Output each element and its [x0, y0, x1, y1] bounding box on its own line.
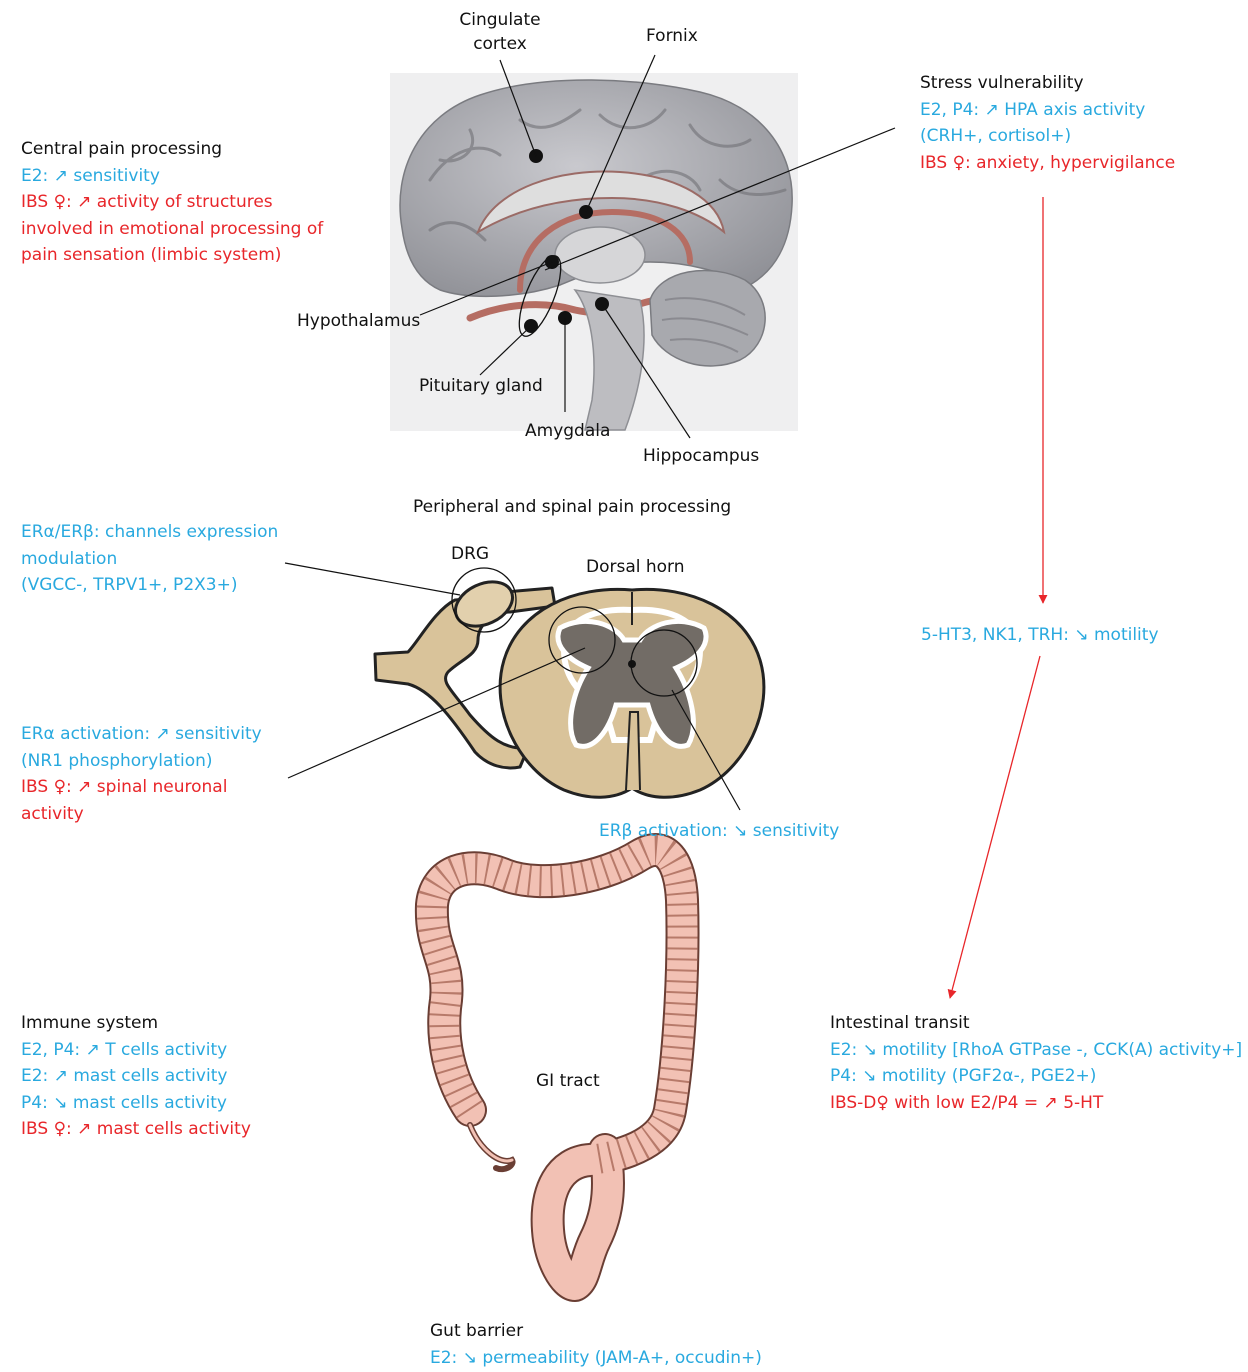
label-dorsal-horn: Dorsal horn — [586, 554, 685, 580]
stress-vulnerability-block: Stress vulnerability E2, P4: ↗ HPA axis … — [920, 70, 1175, 176]
central-pain-line: E2: ↗ sensitivity — [21, 163, 323, 190]
intestinal-transit-block: Intestinal transit E2: ↘ motility [RhoA … — [830, 1010, 1242, 1116]
immune-line: E2: ↗ mast cells activity — [21, 1063, 251, 1090]
gut-barrier-title: Gut barrier — [430, 1318, 762, 1345]
stress-line: E2, P4: ↗ HPA axis activity — [920, 97, 1175, 124]
central-motility-text: 5-HT3, NK1, TRH: ↘ motility — [921, 622, 1159, 648]
er-alpha-line: ERα activation: ↗ sensitivity — [21, 721, 262, 748]
er-beta-text: ERβ activation: ↘ sensitivity — [599, 818, 839, 844]
label-gi-tract: GI tract — [536, 1068, 600, 1094]
transit-line: P4: ↘ motility (PGF2α-, PGE2+) — [830, 1063, 1242, 1090]
label-amygdala: Amygdala — [525, 418, 610, 444]
transit-line: IBS-D♀ with low E2/P4 = ↗ 5-HT — [830, 1090, 1242, 1117]
transit-title: Intestinal transit — [830, 1010, 1242, 1037]
er-ab-line: (VGCC-, TRPV1+, P2X3+) — [21, 572, 278, 599]
er-alpha-line: activity — [21, 801, 262, 828]
central-pain-processing-block: Central pain processing E2: ↗ sensitivit… — [21, 136, 323, 269]
label-hippocampus: Hippocampus — [643, 443, 759, 469]
gut-barrier-line: E2: ↘ permeability (JAM-A+, occudin+) — [430, 1345, 762, 1372]
er-alpha-block: ERα activation: ↗ sensitivity (NR1 phosp… — [21, 721, 262, 827]
central-pain-line: involved in emotional processing of — [21, 216, 323, 243]
central-pain-line: IBS ♀: ↗ activity of structures — [21, 189, 323, 216]
label-cingulate-cortex: Cingulate cortex — [430, 8, 570, 56]
label-pituitary-gland: Pituitary gland — [419, 373, 543, 399]
er-ab-line: modulation — [21, 546, 278, 573]
central-pain-line: pain sensation (limbic system) — [21, 242, 323, 269]
transit-line: E2: ↘ motility [RhoA GTPase -, CCK(A) ac… — [830, 1037, 1242, 1064]
stress-line: (CRH+, cortisol+) — [920, 123, 1175, 150]
er-alpha-line: IBS ♀: ↗ spinal neuronal — [21, 774, 262, 801]
immune-title: Immune system — [21, 1010, 251, 1037]
er-alpha-beta-block: ERα/ERβ: channels expression modulation … — [21, 519, 278, 599]
immune-system-block: Immune system E2, P4: ↗ T cells activity… — [21, 1010, 251, 1143]
immune-line: E2, P4: ↗ T cells activity — [21, 1037, 251, 1064]
label-fornix: Fornix — [646, 23, 698, 49]
label-drg: DRG — [451, 541, 489, 567]
immune-line: IBS ♀: ↗ mast cells activity — [21, 1116, 251, 1143]
label-hypothalamus: Hypothalamus — [297, 308, 420, 334]
stress-title: Stress vulnerability — [920, 70, 1175, 97]
peripheral-title: Peripheral and spinal pain processing — [413, 494, 731, 520]
gut-barrier-block: Gut barrier E2: ↘ permeability (JAM-A+, … — [430, 1318, 762, 1371]
spinal-cord-illustration — [285, 563, 764, 810]
er-ab-line: ERα/ERβ: channels expression — [21, 519, 278, 546]
pathway-arrows — [950, 197, 1043, 998]
er-alpha-line: (NR1 phosphorylation) — [21, 748, 262, 775]
stress-line: IBS ♀: anxiety, hypervigilance — [920, 150, 1175, 177]
central-pain-title: Central pain processing — [21, 136, 323, 163]
immune-line: P4: ↘ mast cells activity — [21, 1090, 251, 1117]
